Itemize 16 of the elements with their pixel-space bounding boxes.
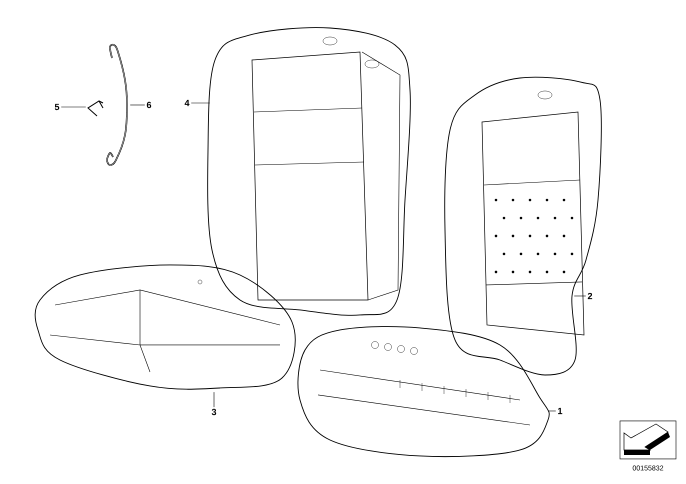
- callout-number: 5: [54, 104, 60, 110]
- leader-line: [548, 410, 556, 412]
- leader-line: [130, 104, 146, 106]
- backrest-frame-drawing: [444, 76, 602, 376]
- leader-line: [60, 106, 86, 108]
- backrest-cover-drawing: [207, 27, 411, 316]
- spring-drawing: [106, 44, 128, 166]
- clip-drawing: [87, 100, 104, 116]
- seat-cover-drawing: [34, 264, 296, 390]
- callout-number: 3: [212, 408, 216, 416]
- callout-number: 4: [184, 100, 190, 106]
- seat-cushion-drawing: [298, 326, 550, 458]
- callout-number: 2: [588, 292, 592, 300]
- callout-number: 1: [558, 408, 562, 414]
- callout-number: 6: [146, 102, 152, 108]
- leader-line: [190, 102, 210, 104]
